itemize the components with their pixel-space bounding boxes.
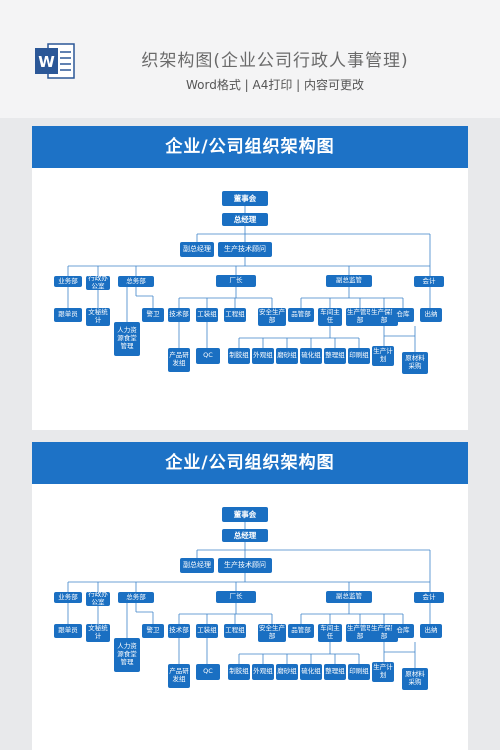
org-chart-connectors xyxy=(67,206,431,352)
org-node-prod-mgmt: 生产管理部 xyxy=(346,308,374,326)
org-node-rnd: 产品研发组 xyxy=(168,664,190,688)
org-node-appearance: 外观组 xyxy=(252,348,274,364)
org-node-tooling: 工装组 xyxy=(196,308,218,322)
org-node-deputy-director: 副总监管 xyxy=(326,591,372,603)
page-banner-title: 企业/公司组织架构图 xyxy=(32,442,468,484)
org-node-process: 工程组 xyxy=(224,308,246,322)
org-node-purchasing: 原材料采购 xyxy=(402,352,428,374)
org-node-factory: 厂长 xyxy=(216,591,256,603)
org-node-guard: 警卫 xyxy=(142,624,164,638)
org-node-prod-mgmt: 生产管理部 xyxy=(346,624,374,642)
org-node-board: 董事会 xyxy=(222,191,268,206)
org-node-qc: QC xyxy=(196,664,220,680)
org-node-accounting: 会计 xyxy=(414,592,444,603)
org-node-printing: 印刷组 xyxy=(348,664,370,680)
org-node-warehouse: 仓库 xyxy=(392,624,414,638)
org-node-molding: 制胶组 xyxy=(228,664,250,680)
org-node-tech: 技术部 xyxy=(168,308,190,322)
org-node-admin: 行政办公室 xyxy=(86,276,110,290)
org-node-tech: 技术部 xyxy=(168,624,190,638)
org-node-polishing: 硫化组 xyxy=(300,348,322,364)
org-node-prod-plan: 生产计划 xyxy=(372,346,394,366)
org-node-process: 工程组 xyxy=(224,624,246,638)
svg-text:W: W xyxy=(38,53,55,71)
word-icon: W xyxy=(35,43,75,79)
org-node-molding: 制胶组 xyxy=(228,348,250,364)
org-chart-connectors xyxy=(67,522,431,668)
org-node-cashier: 出纳 xyxy=(420,624,442,638)
org-node-grinding: 磨砂组 xyxy=(276,664,298,680)
org-node-advisor: 生产技术顾问 xyxy=(218,242,272,257)
document-title: 织架构图(企业公司行政人事管理) xyxy=(141,51,409,71)
org-node-admin: 行政办公室 xyxy=(86,592,110,606)
org-node-safety: 安全生产部 xyxy=(258,624,286,642)
org-node-accounting: 会计 xyxy=(414,276,444,287)
org-node-polishing: 硫化组 xyxy=(300,664,322,680)
org-node-gm: 总经理 xyxy=(222,529,268,542)
org-node-workshop: 车间主任 xyxy=(318,624,342,642)
org-node-tooling: 工装组 xyxy=(196,624,218,638)
org-node-workshop: 车间主任 xyxy=(318,308,342,326)
org-node-finishing: 整理组 xyxy=(324,348,346,364)
org-node-admin-clerk: 文秘统计 xyxy=(86,624,110,642)
org-node-safety: 安全生产部 xyxy=(258,308,286,326)
document-header: W 织架构图(企业公司行政人事管理) Word格式 | A4打印 | 内容可更改 xyxy=(0,0,500,118)
org-node-admin-clerk: 文秘统计 xyxy=(86,308,110,326)
org-node-business: 业务部 xyxy=(54,592,82,603)
org-node-prod-support: 生产保障部 xyxy=(370,308,398,326)
org-node-grinding: 磨砂组 xyxy=(276,348,298,364)
org-chart-page-2: 企业/公司组织架构图 董事会总经理副总经理生产技术顾问业务部跟单员 行政办公室文秘… xyxy=(32,442,468,750)
document-subtitle: Word格式 | A4打印 | 内容可更改 xyxy=(185,78,365,92)
org-node-quality: 品管部 xyxy=(288,624,314,638)
org-chart-page-1: 企业/公司组织架构图 董事会总经理副总经理生产技术顾问业务部跟单员 行政办公室文秘… xyxy=(32,126,468,430)
org-node-quality: 品管部 xyxy=(288,308,314,322)
org-node-deputy-director: 副总监管 xyxy=(326,275,372,287)
org-node-business: 业务部 xyxy=(54,276,82,287)
org-node-general-affairs: 总务部 xyxy=(118,592,154,603)
org-node-warehouse: 仓库 xyxy=(392,308,414,322)
page-banner-title: 企业/公司组织架构图 xyxy=(32,126,468,168)
org-node-business-staff: 跟单员 xyxy=(54,624,82,638)
org-node-hr: 人力资源食堂管理 xyxy=(114,322,140,356)
org-node-appearance: 外观组 xyxy=(252,664,274,680)
org-node-prod-plan: 生产计划 xyxy=(372,662,394,682)
org-node-vp: 副总经理 xyxy=(180,558,214,573)
org-node-business-staff: 跟单员 xyxy=(54,308,82,322)
org-node-printing: 印刷组 xyxy=(348,348,370,364)
org-node-factory: 厂长 xyxy=(216,275,256,287)
org-node-general-affairs: 总务部 xyxy=(118,276,154,287)
org-node-cashier: 出纳 xyxy=(420,308,442,322)
org-node-rnd: 产品研发组 xyxy=(168,348,190,372)
org-node-vp: 副总经理 xyxy=(180,242,214,257)
org-node-hr: 人力资源食堂管理 xyxy=(114,638,140,672)
org-node-prod-support: 生产保障部 xyxy=(370,624,398,642)
org-node-gm: 总经理 xyxy=(222,213,268,226)
org-node-purchasing: 原材料采购 xyxy=(402,668,428,690)
org-node-board: 董事会 xyxy=(222,507,268,522)
org-node-finishing: 整理组 xyxy=(324,664,346,680)
org-node-advisor: 生产技术顾问 xyxy=(218,558,272,573)
org-node-qc: QC xyxy=(196,348,220,364)
org-node-guard: 警卫 xyxy=(142,308,164,322)
